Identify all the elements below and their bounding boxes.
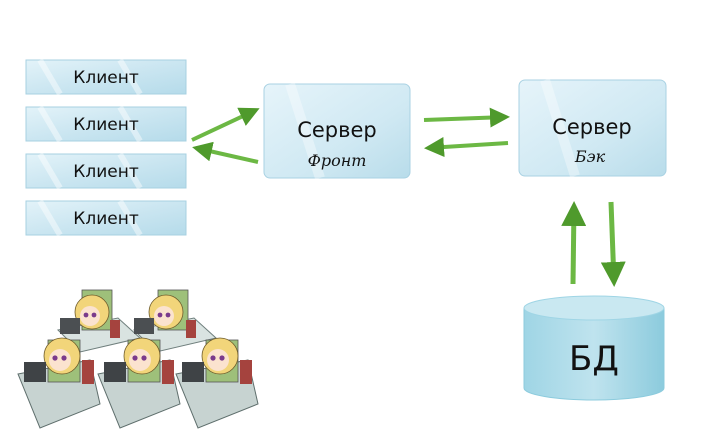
user-figure [24,337,94,384]
back-server-subtitle: Бэк [574,147,606,166]
client-label: Клиент [73,68,139,88]
client-box: Клиент [25,105,187,143]
user-figure [134,289,196,338]
user-figure [60,289,120,338]
database-label: БД [569,339,619,379]
arrow-back-to-front [424,137,509,157]
client-box: Клиент [25,199,187,237]
client-box: Клиент [25,58,187,96]
client-label: Клиент [73,162,139,182]
front-server-subtitle: Фронт [308,151,367,170]
client-box: Клиент [25,152,187,190]
back-server-box: Сервер Бэк [518,78,667,178]
arrow-client-to-front [191,107,260,142]
user-figure [182,337,252,384]
database-cylinder: БД [523,295,665,401]
arrow-front-to-back [423,107,510,128]
back-server-title: Сервер [552,115,632,139]
arrow-db-to-back [561,201,587,285]
client-label: Клиент [73,209,139,229]
user-figure [104,337,174,384]
arrow-back-to-db [600,201,626,287]
arrow-front-to-client [192,141,259,164]
client-label: Клиент [73,115,139,135]
users-at-computers-illustration [17,289,259,429]
front-server-box: Сервер Фронт [263,82,411,180]
front-server-title: Сервер [297,118,377,142]
